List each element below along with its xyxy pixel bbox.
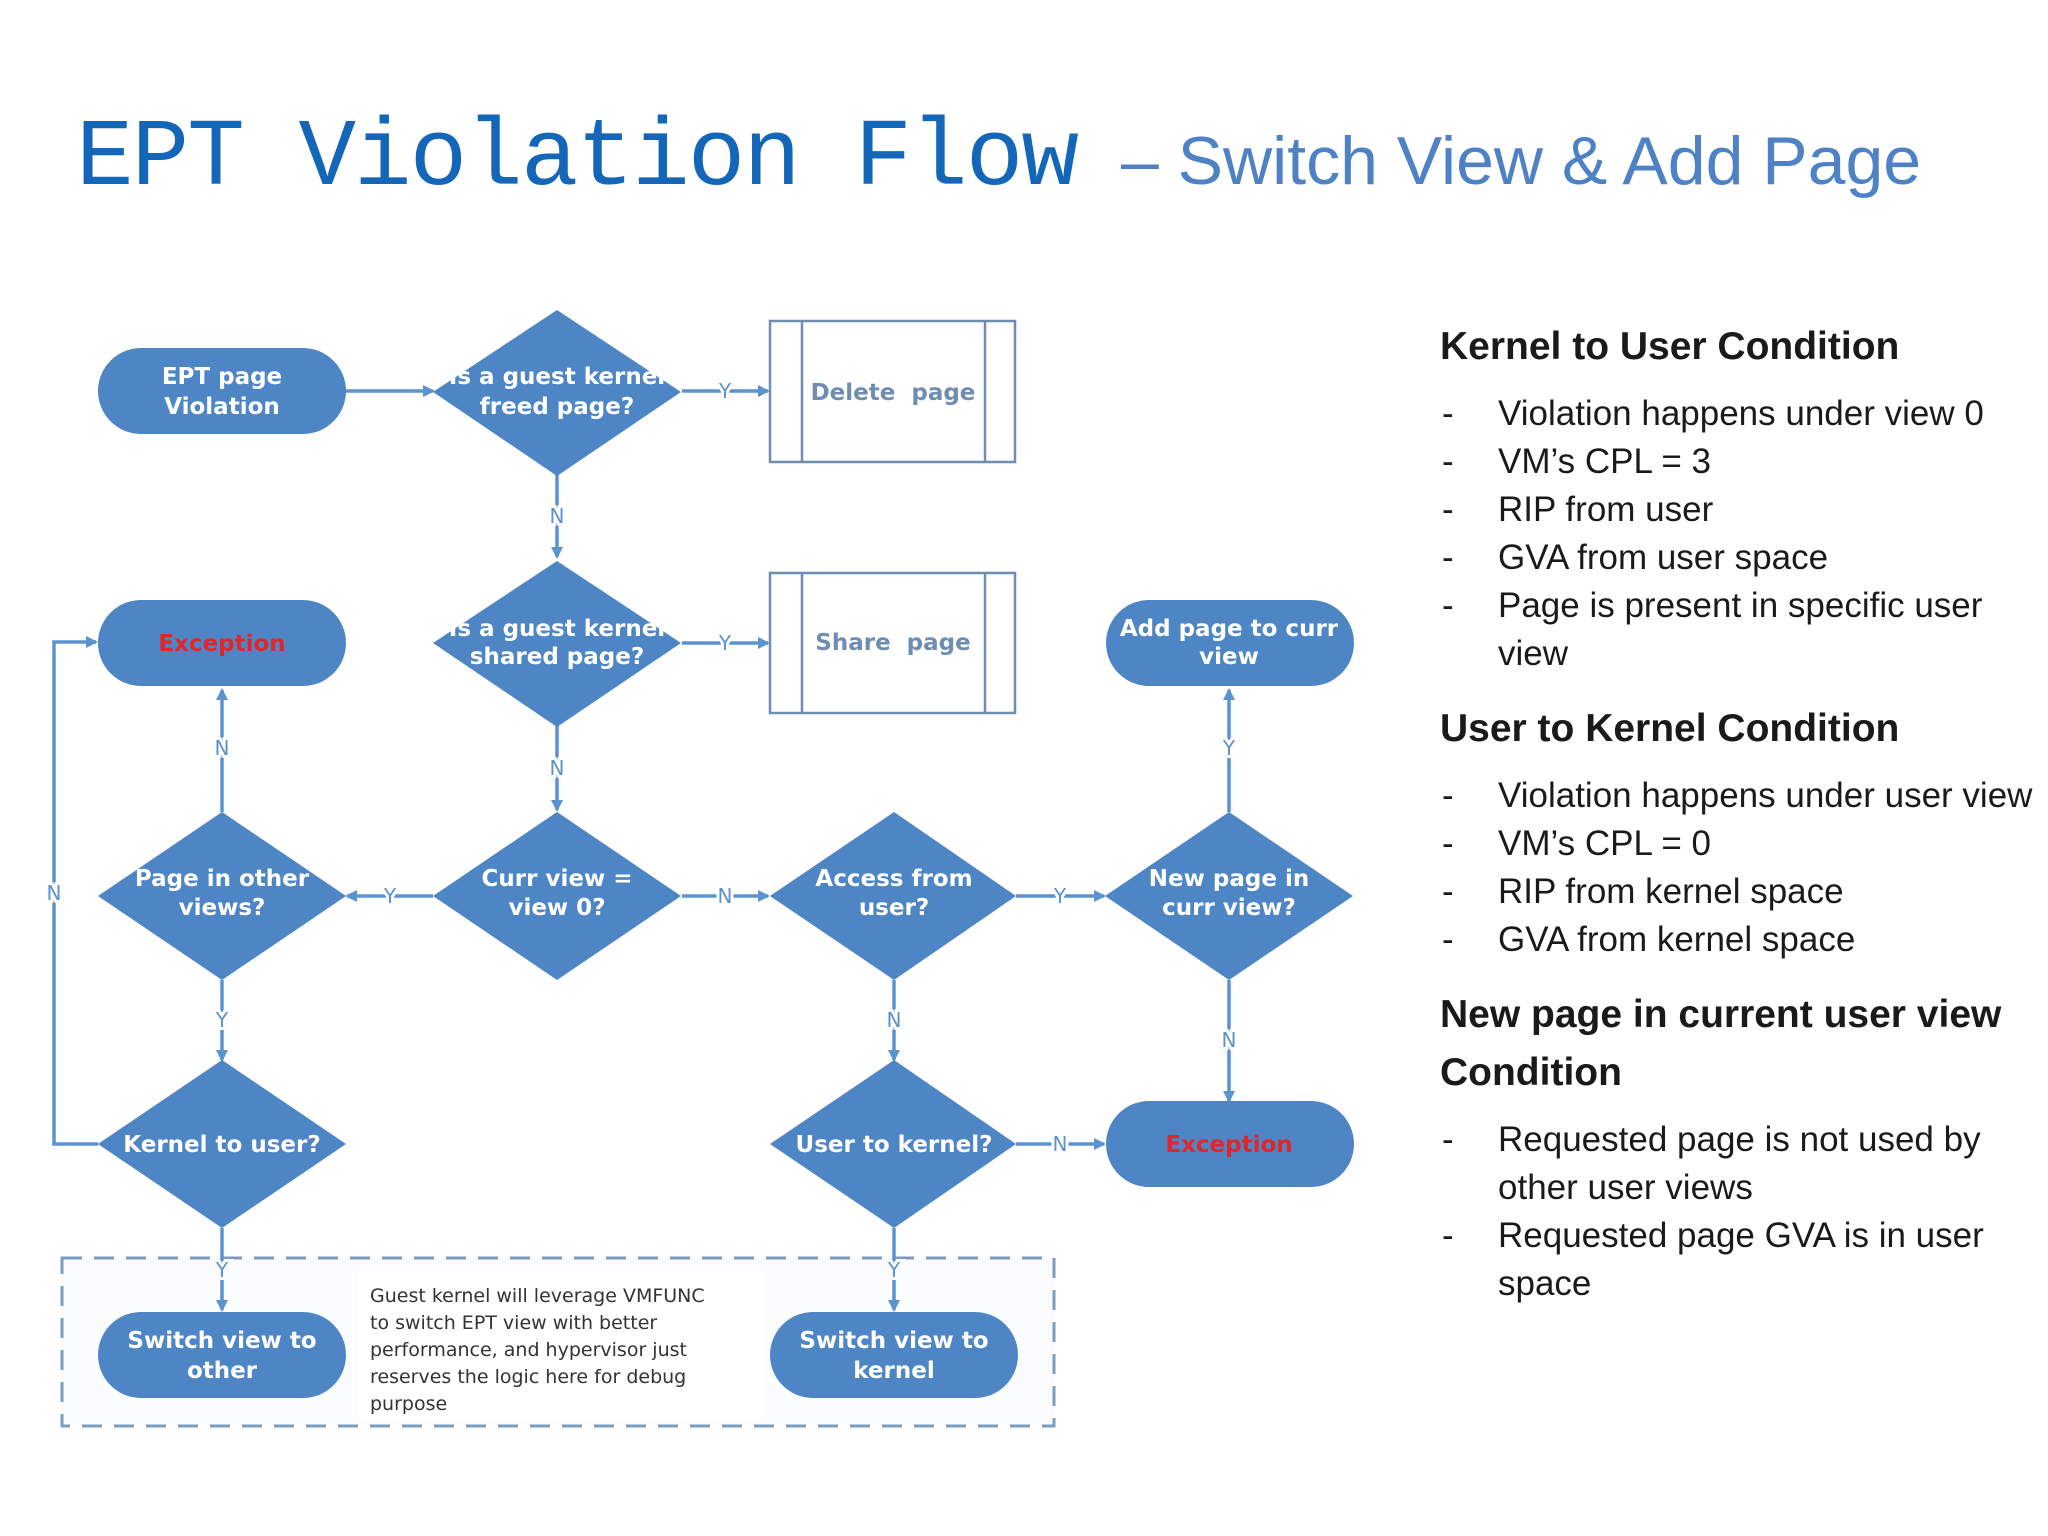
condition-list: Violation happens under view 0 VM’s CPL … (1440, 390, 2040, 678)
start-node-line: EPT page (162, 364, 282, 390)
decision-new-page-line: New page in (1149, 866, 1309, 892)
decision-freed-line: freed page? (480, 394, 634, 420)
decision-shared-page: Is a guest kernel shared page? (433, 561, 681, 727)
title-subtitle: – Switch View & Add Page (1120, 123, 1922, 199)
exception-right-node: Exception (1106, 1101, 1354, 1187)
condition-item: Page is present in specific user view (1440, 582, 2040, 678)
share-page-label: Share page (815, 630, 970, 656)
note-line: reserves the logic here for debug (370, 1366, 686, 1388)
condition-heading: User to Kernel Condition (1440, 707, 1900, 750)
condition-section: Kernel to User Condition Violation happe… (1440, 318, 2040, 678)
decision-page-other-line: views? (179, 895, 266, 921)
decision-kernel-to-user: Kernel to user? (98, 1060, 346, 1228)
decision-access-user-line: Access from (815, 866, 972, 892)
add-page-node: Add page to curr view (1106, 600, 1354, 686)
condition-item: Requested page is not used by other user… (1440, 1116, 2040, 1212)
delete-page-label: Delete page (811, 380, 976, 406)
switch-kernel-node: Switch view to kernel (770, 1312, 1018, 1398)
start-node: EPT page Violation (98, 348, 346, 434)
edge-label-no: N (718, 884, 733, 908)
condition-item: VM’s CPL = 3 (1440, 438, 2040, 486)
condition-item: GVA from kernel space (1440, 916, 2040, 964)
condition-item: Requested page GVA is in user space (1440, 1212, 2040, 1308)
edge-label-no: N (550, 756, 565, 780)
decision-curr-view-line: Curr view = (482, 866, 633, 892)
decision-curr-view: Curr view = view 0? (433, 812, 681, 980)
condition-item: Violation happens under view 0 (1440, 390, 2040, 438)
condition-section: New page in current user view Condition … (1440, 986, 2040, 1308)
add-page-line: view (1199, 644, 1259, 670)
switch-kernel-line: kernel (853, 1358, 934, 1384)
note-line: Guest kernel will leverage VMFUNC (370, 1285, 705, 1307)
edge-label-no: N (550, 504, 565, 528)
decision-new-page-line: curr view? (1162, 895, 1296, 921)
condition-item: RIP from kernel space (1440, 868, 2040, 916)
switch-other-line: other (187, 1358, 258, 1384)
decision-user-kernel-label: User to kernel? (796, 1132, 993, 1158)
condition-list: Violation happens under user view VM’s C… (1440, 772, 2040, 964)
note-line: performance, and hypervisor just (370, 1339, 687, 1361)
title-main: EPT Violation Flow (76, 104, 1079, 213)
share-page-box: Share page (768, 571, 1017, 715)
edge-label-no: N (887, 1008, 902, 1032)
delete-page-box: Delete page (768, 319, 1017, 464)
edge-label-yes: Y (215, 1008, 229, 1032)
switch-kernel-line: Switch view to (799, 1328, 988, 1354)
add-page-line: Add page to curr (1120, 616, 1339, 642)
note-line: purpose (370, 1393, 447, 1415)
edge-label-yes: Y (1053, 884, 1067, 908)
condition-heading: Kernel to User Condition (1440, 325, 1900, 368)
decision-freed-line: Is a guest kernel (449, 364, 665, 390)
page-title: EPT Violation Flow – Switch View & Add Pa… (76, 104, 1921, 213)
decision-access-user-line: user? (859, 895, 929, 921)
condition-list: Requested page is not used by other user… (1440, 1116, 2040, 1308)
condition-item: GVA from user space (1440, 534, 2040, 582)
condition-item: RIP from user (1440, 486, 2040, 534)
flow-edges (52, 385, 1235, 1312)
decision-user-to-kernel: User to kernel? (770, 1060, 1016, 1228)
edge-label-no: N (47, 881, 62, 905)
decision-page-other-line: Page in other (135, 866, 310, 892)
edge-label-no: N (1222, 1028, 1237, 1052)
edge-label-no: N (215, 736, 230, 760)
decision-shared-line: shared page? (470, 644, 644, 670)
switch-other-node: Switch view to other (98, 1312, 346, 1398)
note-line: to switch EPT view with better (370, 1312, 657, 1334)
edge-label-no: N (1053, 1132, 1068, 1156)
condition-item: VM’s CPL = 0 (1440, 820, 2040, 868)
note-box (357, 1270, 764, 1420)
edge-label-yes: Y (215, 1258, 229, 1282)
flowchart: Y N Y N Y N Y N Y Y N N N Y Y N EPT page… (44, 310, 1354, 1428)
note-text: Guest kernel will leverage VMFUNC to swi… (370, 1285, 705, 1415)
decision-page-other-views: Page in other views? (98, 812, 346, 980)
decision-freed-page: Is a guest kernel freed page? (433, 310, 681, 476)
start-node-line: Violation (164, 394, 280, 420)
switch-other-line: Switch view to (127, 1328, 316, 1354)
condition-heading: New page in current user view Condition (1440, 993, 2002, 1094)
edge-labels: Y N Y N Y N Y N Y Y N N N Y Y N (44, 376, 1240, 1285)
condition-item: Violation happens under user view (1440, 772, 2040, 820)
edge-label-yes: Y (718, 379, 732, 403)
exception-left-label: Exception (158, 631, 285, 657)
edge-label-yes: Y (718, 631, 732, 655)
decision-new-page: New page in curr view? (1105, 812, 1353, 980)
decision-kernel-user-label: Kernel to user? (123, 1132, 320, 1158)
conditions-panel: Kernel to User Condition Violation happe… (1440, 318, 2040, 1330)
condition-section: User to Kernel Condition Violation happe… (1440, 700, 2040, 964)
edge-label-yes: Y (887, 1258, 901, 1282)
edge-label-yes: Y (1222, 736, 1236, 760)
decision-curr-view-line: view 0? (508, 895, 605, 921)
decision-access-user: Access from user? (770, 812, 1016, 980)
decision-shared-line: Is a guest kernel (449, 616, 665, 642)
edge-label-yes: Y (383, 884, 397, 908)
exception-left-node: Exception (98, 600, 346, 686)
exception-right-label: Exception (1165, 1132, 1292, 1158)
